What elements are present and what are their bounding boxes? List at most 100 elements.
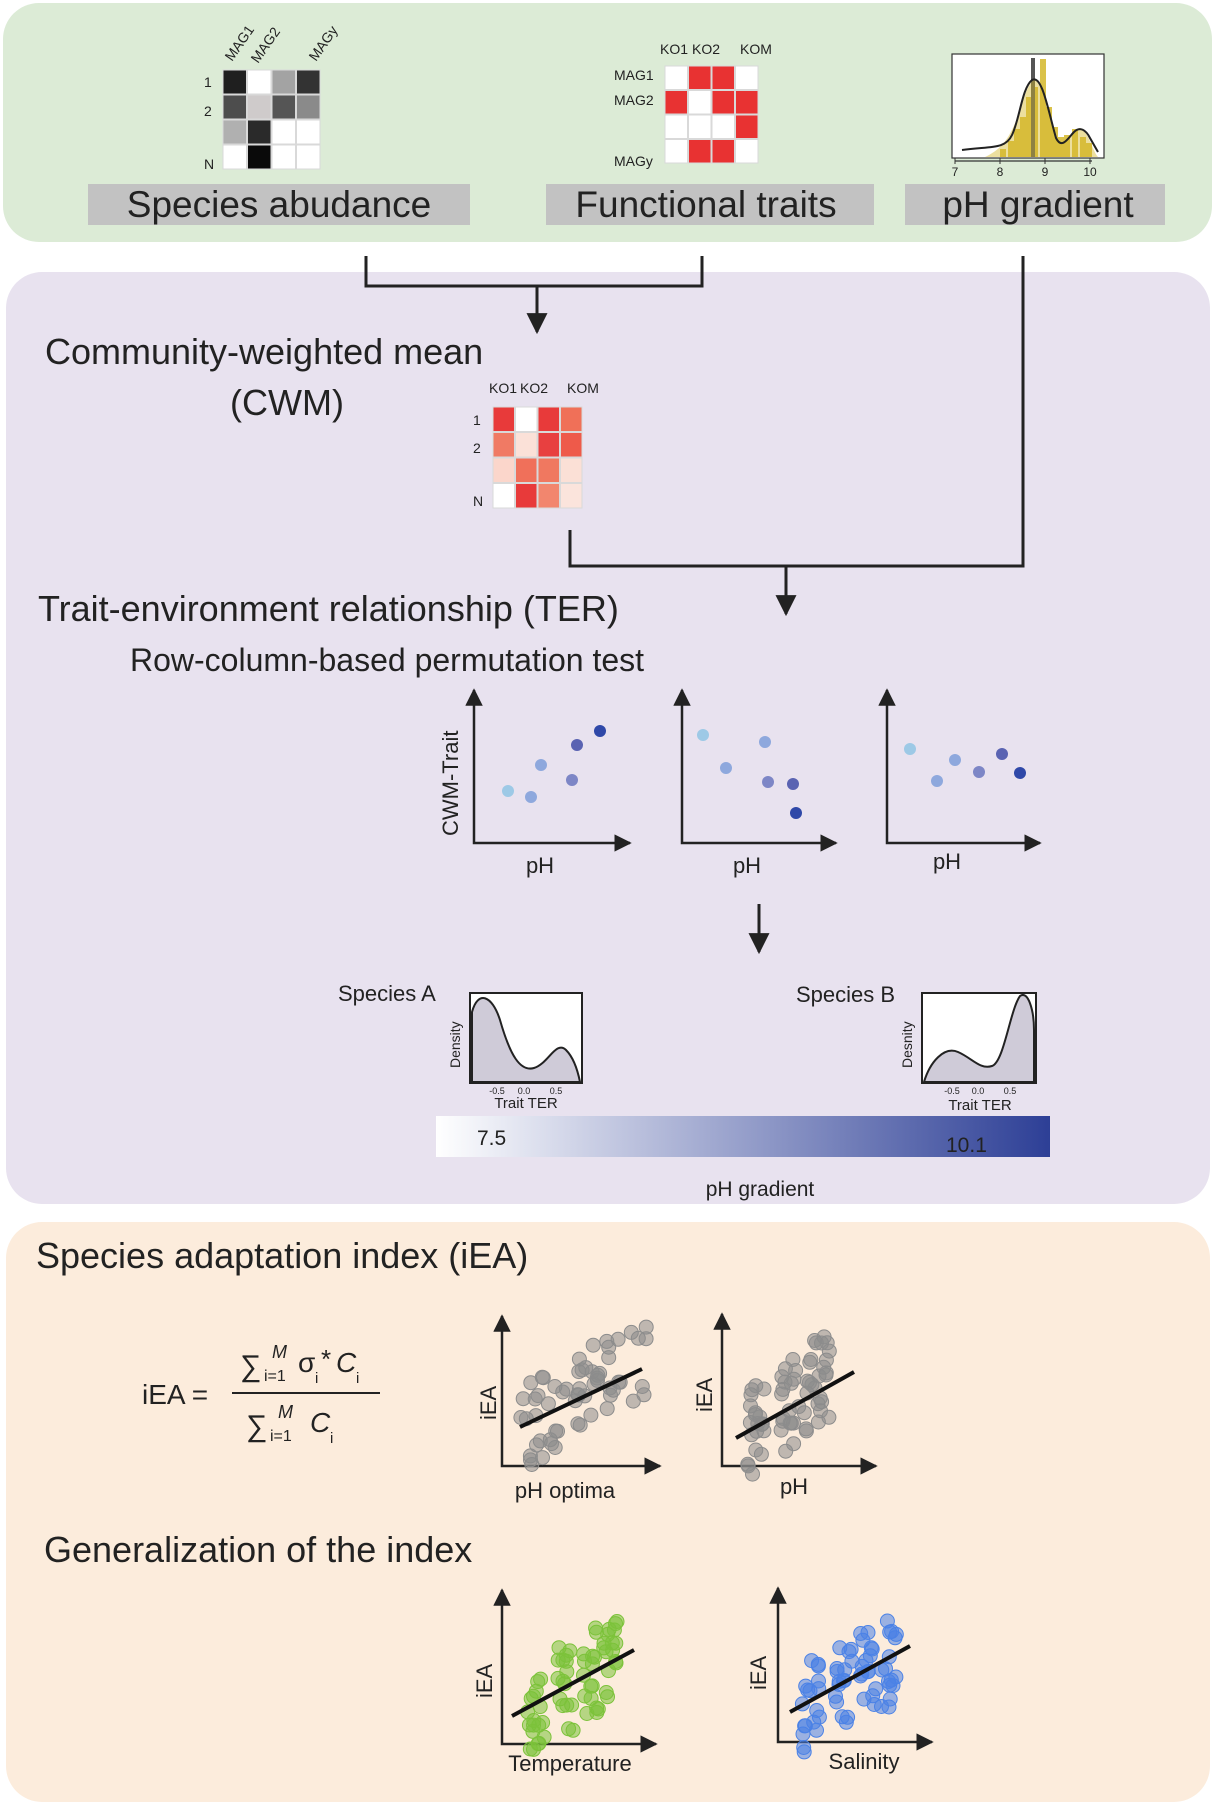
trait-cell — [711, 90, 735, 115]
iea-point — [572, 1417, 588, 1433]
iea-point — [743, 1398, 758, 1414]
ter-point — [566, 774, 578, 786]
ter-title: Trait-environment relationship (TER) — [38, 588, 619, 629]
denominator-var: C — [310, 1407, 331, 1438]
iea-point — [814, 1335, 829, 1351]
ph-gradient-min: 7.5 — [477, 1127, 506, 1150]
cwm-cell — [515, 406, 538, 432]
functional-traits-matrix: KO1 KO2 KOM MAG1 MAG2 MAGy — [614, 41, 772, 169]
iea-point — [589, 1700, 605, 1716]
trait-cell — [664, 90, 688, 115]
species-b-xlabel: Trait TER — [948, 1097, 1012, 1114]
cwm-cell — [515, 432, 538, 458]
numerator-sum-upper: M — [272, 1342, 287, 1362]
sa-row-label-n: N — [204, 156, 214, 172]
ter-xlabel-3: pH — [933, 849, 961, 874]
iea-point — [796, 1744, 812, 1760]
ph-density-curve — [961, 78, 1099, 153]
ph-histogram-bar — [1026, 97, 1032, 157]
sal-ylabel: iEA — [746, 1655, 771, 1690]
iea-ylabel-2: iEA — [692, 1377, 717, 1412]
iea-point — [588, 1620, 604, 1636]
ph-histogram-bar — [1046, 107, 1052, 157]
temp-ylabel: iEA — [472, 1663, 497, 1698]
iea-point — [555, 1384, 571, 1400]
iea-point — [564, 1697, 580, 1713]
iea-point — [860, 1625, 876, 1640]
species-b-tick-pos: 0.5 — [1004, 1086, 1017, 1096]
species-a-xlabel: Trait TER — [494, 1095, 558, 1112]
temp-axes — [493, 1588, 658, 1753]
iea-point — [745, 1466, 760, 1482]
ter-axes-1 — [465, 688, 632, 852]
ft-col-header-kom: KOM — [740, 41, 772, 57]
ter-point — [502, 785, 514, 797]
cwm-col-header-kom: KOM — [567, 380, 599, 396]
cwm-row-label-2: 2 — [473, 440, 481, 456]
ph-histogram-bar — [1086, 143, 1092, 157]
iea-point — [832, 1640, 848, 1656]
cwm-subtitle: (CWM) — [230, 382, 344, 423]
ter-scatter-1: CWM-Trait pH — [438, 688, 632, 878]
iea-point — [571, 1351, 587, 1367]
ter-axes-2 — [673, 688, 838, 852]
functional-traits-label: Functional traits — [575, 184, 836, 225]
sa-row-label-1: 1 — [204, 74, 212, 90]
numerator-sigma: σ — [298, 1347, 315, 1378]
iea-point — [625, 1393, 641, 1409]
species-b-ylabel: Desnity — [899, 1021, 915, 1068]
species-b-curve — [922, 993, 1035, 1083]
trait-cell — [735, 65, 759, 90]
numerator-sum: ∑ — [240, 1350, 261, 1383]
abundance-cell — [247, 144, 272, 170]
cwm-title: Community-weighted mean — [45, 331, 483, 372]
iea-xlabel-2: pH — [780, 1474, 808, 1499]
trait-cell — [688, 114, 712, 139]
denominator-var-sub: i — [330, 1430, 333, 1447]
cwm-cell — [515, 457, 538, 483]
iea-point — [888, 1626, 904, 1642]
iea-regression-1 — [519, 1367, 643, 1429]
ph-tick-7: 7 — [952, 165, 959, 179]
species-a-tick-pos: 0.5 — [550, 1086, 563, 1096]
abundance-cell — [271, 144, 296, 170]
iea-point — [811, 1368, 827, 1384]
iea-point — [756, 1381, 772, 1397]
abundance-cell — [222, 94, 247, 120]
ph-histogram: 7 8 9 10 — [951, 53, 1105, 179]
ph-histogram-bar — [1008, 141, 1014, 157]
iea-point — [785, 1352, 801, 1367]
connector-lines — [364, 256, 1025, 955]
ph-histogram-bar — [1052, 127, 1058, 157]
numerator-sigma-sub: i — [315, 1370, 318, 1387]
temp-regression — [511, 1648, 635, 1718]
iea-point — [623, 1324, 639, 1340]
trait-cell — [688, 65, 712, 90]
formula-lhs: iEA = — [142, 1379, 208, 1410]
adaptation-index-panel — [6, 1222, 1210, 1802]
cwm-cell — [515, 483, 538, 509]
species-a-tick-neg: -0.5 — [489, 1086, 505, 1096]
trait-cell — [664, 65, 688, 90]
iea-point — [828, 1688, 843, 1704]
iea-point — [888, 1669, 904, 1685]
iea-point — [585, 1337, 601, 1353]
iea-point — [814, 1394, 830, 1410]
ter-point — [535, 759, 547, 771]
species-abundance-label: Species abudance — [127, 184, 431, 225]
ph-histogram-bar — [1020, 117, 1026, 157]
cwm-cell — [537, 406, 560, 432]
iea-title: Species adaptation index (iEA) — [36, 1235, 528, 1276]
iea-point — [596, 1635, 612, 1651]
abundance-cell — [222, 144, 247, 170]
cwm-cell — [560, 457, 583, 483]
iea-point — [590, 1372, 605, 1388]
abundance-cell — [296, 94, 321, 120]
ter-ylabel: CWM-Trait — [438, 731, 463, 837]
ph-histogram-bar — [1014, 129, 1020, 157]
ter-point — [996, 748, 1008, 760]
ter-point — [759, 736, 771, 748]
cwm-row-label-n: N — [473, 493, 483, 509]
iea-axes-2 — [713, 1312, 878, 1475]
ter-point — [762, 776, 774, 788]
